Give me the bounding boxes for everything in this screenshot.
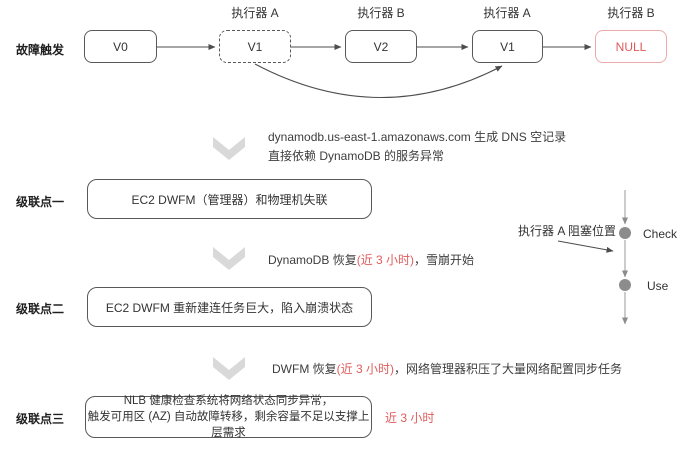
step1-caption-line2: 直接依赖 DynamoDB 的服务异常 (268, 149, 445, 163)
step3-duration: (近 3 小时) (336, 362, 394, 376)
step2-prefix: DynamoDB 恢复 (268, 253, 357, 267)
cascade3-line2: 触发可用区 (AZ) 自动故障转移，剩余容量不足以支撑上层需求 (87, 411, 370, 439)
blockage-pointer-arrow (557, 240, 614, 253)
step1-caption-line1: dynamodb.us-east-1.amazonaws.com 生成 DNS … (268, 130, 567, 144)
executor-label-4: 执行器 B (607, 6, 655, 20)
executor-label-3: 执行器 A (483, 6, 531, 20)
step3-suffix: ，网络管理器积压了大量网络配置同步任务 (394, 362, 623, 376)
step3-caption: DWFM 恢复(近 3 小时)，网络管理器积压了大量网络配置同步任务 (272, 360, 622, 379)
cascade2-box: EC2 DWFM 重新建连任务巨大，陷入崩溃状态 (87, 287, 372, 327)
cascade2-label: 级联点二 (16, 302, 65, 316)
cascade1-text: EC2 DWFM（管理器）和物理机失联 (131, 192, 328, 207)
cascade2-text: EC2 DWFM 重新建连任务巨大，陷入崩溃状态 (105, 300, 354, 315)
curved-arrow-v1-to-v1 (254, 63, 503, 98)
row-label-fault-trigger: 故障触发 (16, 43, 65, 57)
cascade3-duration: 近 3 小时 (385, 411, 435, 425)
step2-duration: (近 3 小时) (356, 253, 415, 267)
blockage-position-label: 执行器 A 阻塞位置 (518, 224, 617, 238)
step2-suffix: ，雪崩开始 (414, 253, 475, 267)
chevron-down-icon (213, 247, 245, 270)
use-label: Use (647, 279, 669, 293)
version-node-v1: V1 (472, 30, 543, 63)
version-node-v2: V2 (345, 30, 417, 63)
check-label: Check (643, 227, 678, 241)
cascade3-line1: NLB 健康检查系统将网络状态同步异常， (123, 395, 334, 407)
version-node-v1-dashed: V1 (219, 30, 291, 63)
executor-label-1: 执行器 A (231, 6, 279, 20)
step1-caption: dynamodb.us-east-1.amazonaws.com 生成 DNS … (268, 128, 566, 166)
chevron-down-icon (213, 137, 245, 160)
chevron-down-icon (213, 357, 245, 380)
executor-label-2: 执行器 B (357, 6, 405, 20)
version-node-null: NULL (595, 30, 667, 63)
cascade1-label: 级联点一 (16, 195, 65, 209)
cascade3-box: NLB 健康检查系统将网络状态同步异常， 触发可用区 (AZ) 自动故障转移，剩… (85, 395, 372, 439)
cascade3-label: 级联点三 (16, 412, 65, 426)
use-node-circle (619, 279, 631, 291)
version-node-v0: V0 (84, 30, 157, 63)
step3-prefix: DWFM 恢复 (272, 362, 337, 376)
check-node-circle (619, 227, 631, 239)
cascade1-box: EC2 DWFM（管理器）和物理机失联 (87, 179, 372, 219)
step2-caption: DynamoDB 恢复(近 3 小时)，雪崩开始 (268, 251, 474, 270)
